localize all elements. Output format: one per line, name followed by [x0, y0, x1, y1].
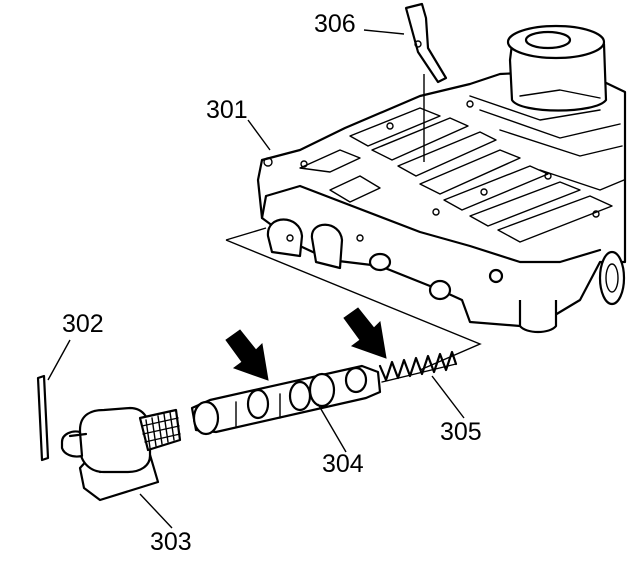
- retaining-pin: [36, 374, 50, 462]
- callout-304: 304: [322, 450, 364, 478]
- bore-reference-lines: [225, 227, 482, 371]
- arrow-down-icon: [343, 307, 387, 359]
- callout-305: 305: [440, 418, 482, 446]
- solenoid: [60, 406, 182, 502]
- valve: [190, 364, 382, 436]
- leader-lines: [47, 29, 465, 529]
- callout-301: 301: [206, 96, 248, 124]
- spring: [378, 350, 458, 383]
- arrow-down-icon: [225, 329, 269, 381]
- callout-306: 306: [314, 10, 356, 38]
- callout-302: 302: [62, 310, 104, 338]
- clip: [404, 2, 448, 84]
- callout-303: 303: [150, 528, 192, 556]
